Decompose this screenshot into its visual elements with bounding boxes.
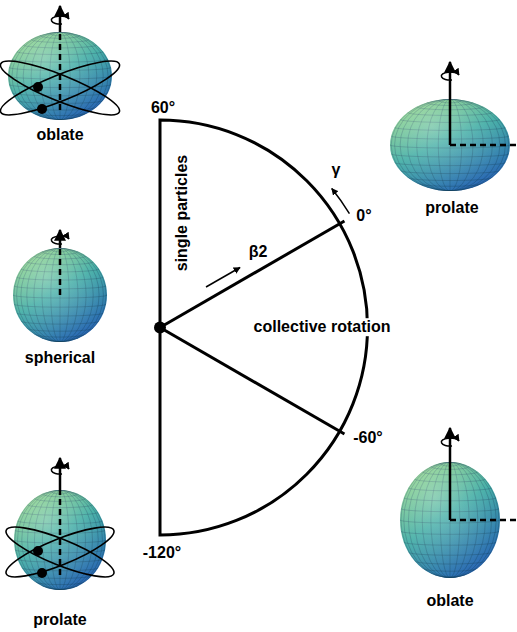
shape-label: prolate [423, 199, 480, 217]
shape-label: spherical [23, 349, 97, 367]
spheroid [0, 6, 124, 124]
axis-label: γ [330, 161, 343, 179]
beta-arrow [206, 268, 240, 288]
shape-label: oblate [34, 126, 85, 144]
gamma-arrow [332, 188, 350, 213]
angle-label: 60° [149, 99, 177, 117]
gamma-ray-line [160, 328, 344, 435]
angle-label: -60° [351, 429, 385, 447]
spheroid [390, 62, 517, 193]
spheroid [400, 428, 517, 580]
region-label: single particles [173, 153, 191, 274]
shape-label: oblate [424, 592, 475, 610]
angle-label: -120° [141, 544, 183, 562]
region-label: collective rotation [252, 318, 393, 336]
spheroid [13, 230, 107, 344]
origin-dot [154, 322, 166, 334]
spheroid-figures [0, 6, 517, 592]
shape-label: prolate [31, 611, 88, 629]
spheroid [1, 458, 118, 592]
angle-label: 0° [354, 207, 373, 225]
axis-label: β2 [247, 243, 270, 261]
